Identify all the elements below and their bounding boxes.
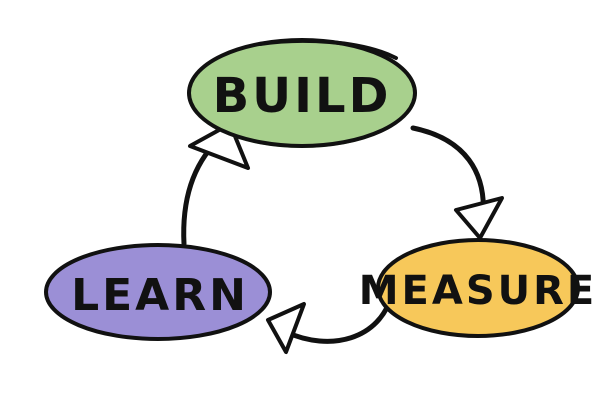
node-learn-fill — [46, 244, 270, 340]
edge-build-to-measure — [410, 125, 504, 240]
node-learn-label: LEARN — [71, 270, 249, 321]
node-learn: LEARN — [44, 243, 272, 341]
node-build-fill — [188, 40, 416, 148]
arrowhead-left-icon — [266, 302, 306, 354]
node-build: BUILD — [187, 38, 417, 148]
node-build-label: BUILD — [213, 68, 392, 124]
node-measure-label: MEASURE — [359, 268, 598, 314]
node-measure-fill — [378, 240, 578, 336]
arrowhead-down-icon — [454, 196, 504, 240]
node-measure: MEASURE — [359, 238, 598, 338]
edge-learn-to-build — [181, 122, 250, 247]
